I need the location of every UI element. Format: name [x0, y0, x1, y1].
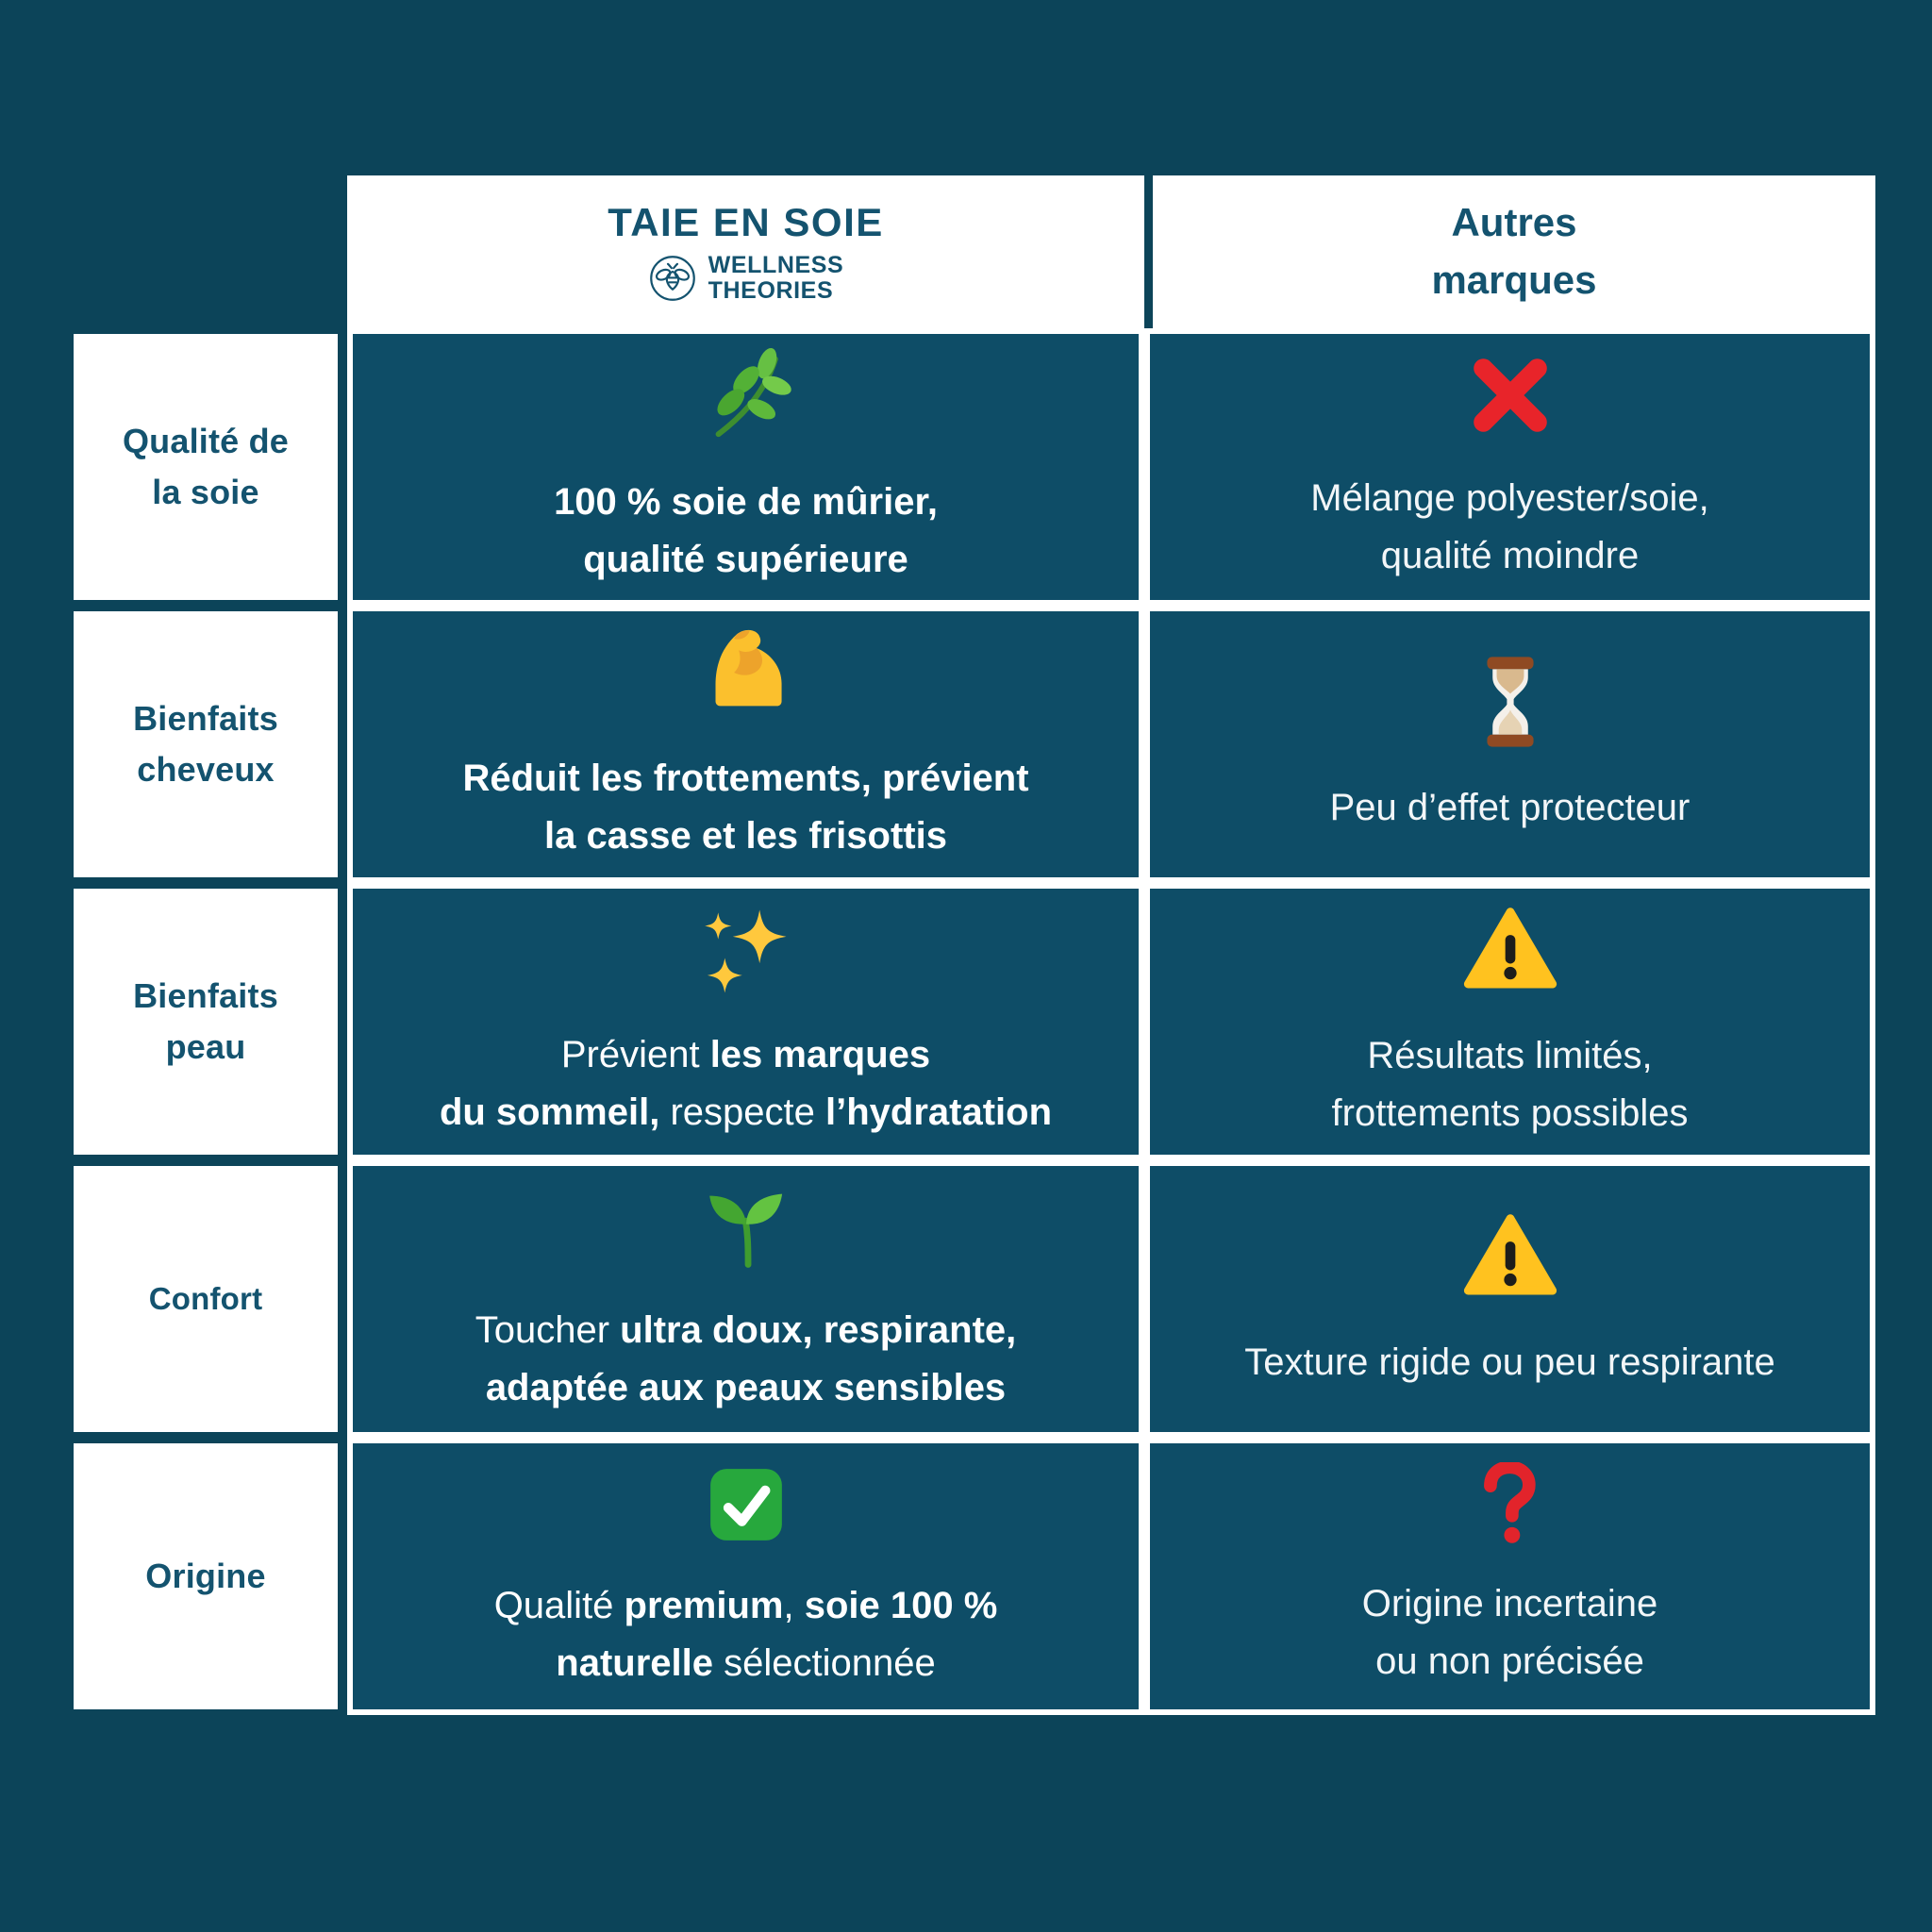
- cross-mark-icon: [1464, 349, 1557, 441]
- cell-confort-taie: Toucher ultra doux, respirante, adaptée …: [347, 1160, 1144, 1438]
- brand-name-line2: THEORIES: [708, 277, 834, 304]
- cell-text: Toucher ultra doux, respirante, adaptée …: [475, 1309, 1017, 1408]
- cell-qualite-soie-autres: Mélange polyester/soie, qualité moindre: [1144, 328, 1875, 606]
- label-column-spacer: [74, 175, 338, 334]
- header-autres-marques: Autres marques: [1144, 175, 1875, 328]
- comparison-table: TAIE EN SOIE WELLNESS: [347, 175, 1875, 1932]
- row-label-qualite-soie: Qualité de la soie: [74, 334, 338, 600]
- row-label-confort: Confort: [74, 1166, 338, 1432]
- cell-text: Résultats limités, frottements possibles: [1331, 1035, 1689, 1134]
- cell-text: Prévient les marques du sommeil, respect…: [439, 1034, 1053, 1133]
- row-label-text: Bienfaits cheveux: [133, 699, 278, 789]
- row-label-text: Confort: [148, 1281, 263, 1317]
- header-other-brands-title: Autres marques: [1431, 200, 1597, 302]
- cell-origine-autres: Origine incertaine ou non précisée: [1144, 1438, 1875, 1715]
- cell-bienfaits-peau-taie: Prévient les marques du sommeil, respect…: [347, 883, 1144, 1160]
- seedling-icon: [700, 1181, 792, 1274]
- cell-confort-autres: Texture rigide ou peu respirante: [1144, 1160, 1875, 1438]
- brand-name: WELLNESS THEORIES: [708, 251, 844, 305]
- header-taie-en-soie: TAIE EN SOIE WELLNESS: [347, 175, 1144, 328]
- sparkles-icon: [698, 902, 794, 998]
- row-label-text: Bienfaits peau: [133, 976, 278, 1066]
- brand-name-line1: WELLNESS: [708, 251, 844, 278]
- hourglass-icon: [1461, 653, 1559, 751]
- cell-text: Qualité premium, soie 100 % naturelle sé…: [493, 1585, 998, 1684]
- row-label-text: Origine: [145, 1557, 266, 1595]
- cell-origine-taie: Qualité premium, soie 100 % naturelle sé…: [347, 1438, 1144, 1715]
- flexed-biceps-icon: [697, 624, 795, 722]
- brand-row: WELLNESS THEORIES: [648, 251, 844, 305]
- row-label-text: Qualité de la soie: [122, 422, 290, 511]
- cell-text: Texture rigide ou peu respirante: [1244, 1341, 1775, 1383]
- herb-icon: [696, 345, 796, 445]
- warning-icon: [1461, 901, 1559, 999]
- row-label-origine: Origine: [74, 1443, 338, 1709]
- cell-text: Peu d’effet protecteur: [1329, 786, 1690, 828]
- cell-text: Origine incertaine ou non précisée: [1361, 1583, 1658, 1682]
- warning-icon: [1461, 1208, 1559, 1306]
- cell-qualite-soie-taie: 100 % soie de mûrier, qualité supérieure: [347, 328, 1144, 606]
- cell-bienfaits-cheveux-taie: Réduit les frottements, prévient la cass…: [347, 606, 1144, 883]
- row-label-bienfaits-peau: Bienfaits peau: [74, 889, 338, 1155]
- cell-text: 100 % soie de mûrier, qualité supérieure: [554, 481, 938, 580]
- bee-in-circle-logo-icon: [649, 256, 695, 301]
- row-label-column: Qualité de la soie Bienfaits cheveux Bie…: [74, 175, 338, 1932]
- red-question-mark-icon: [1476, 1462, 1544, 1547]
- cell-bienfaits-cheveux-autres: Peu d’effet protecteur: [1144, 606, 1875, 883]
- cell-text: Réduit les frottements, prévient la cass…: [462, 758, 1029, 857]
- header-product-title: TAIE EN SOIE: [608, 199, 884, 244]
- check-mark-button-icon: [702, 1460, 791, 1549]
- cell-text: Mélange polyester/soie, qualité moindre: [1310, 477, 1709, 576]
- cell-bienfaits-peau-autres: Résultats limités, frottements possibles: [1144, 883, 1875, 1160]
- row-label-bienfaits-cheveux: Bienfaits cheveux: [74, 611, 338, 877]
